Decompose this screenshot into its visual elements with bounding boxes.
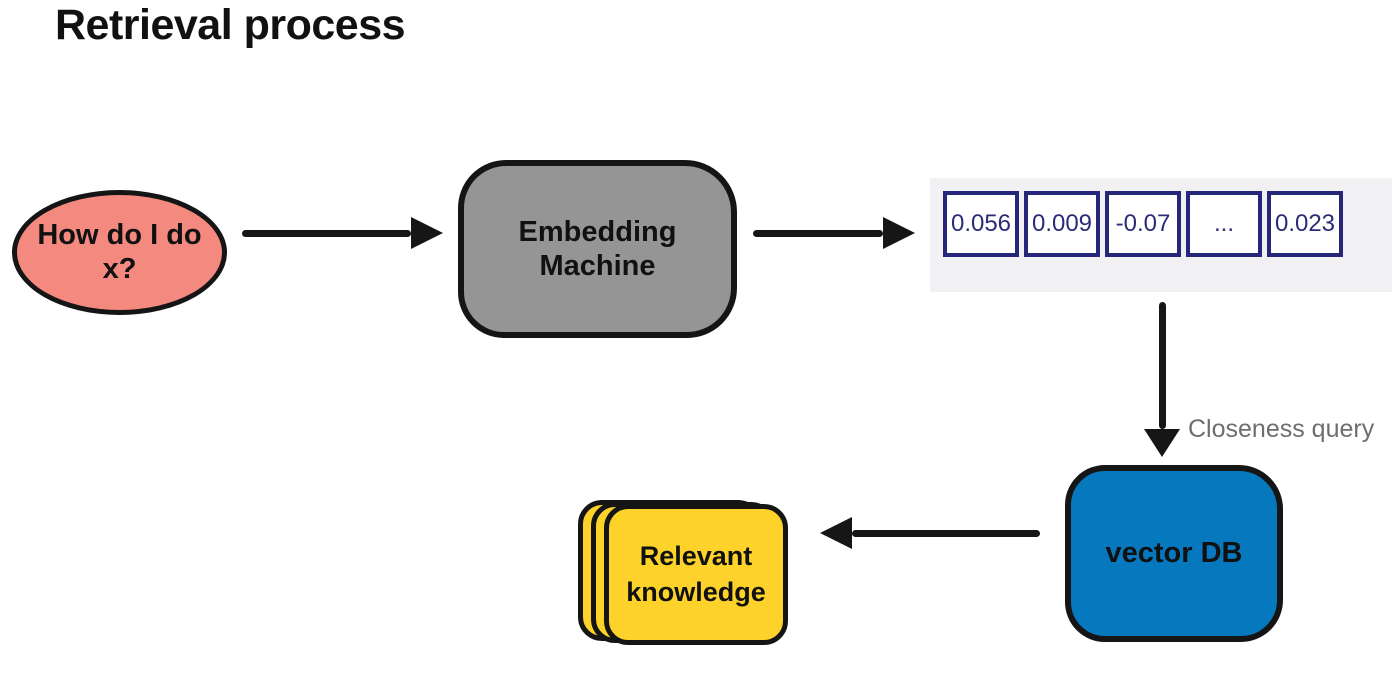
embedding-machine-label: Embedding Machine — [518, 215, 677, 282]
arrow-shaft — [753, 229, 883, 237]
embedding-vector-panel: 0.056 0.009 -0.07 ... 0.023 — [930, 178, 1392, 292]
arrow-embedding-to-vector-icon — [753, 217, 915, 249]
page-title: Retrieval process — [55, 1, 406, 49]
arrow-shaft — [852, 529, 1040, 537]
arrow-db-to-knowledge-icon — [820, 517, 1040, 549]
vector-cell: 0.023 — [1267, 191, 1343, 257]
vector-cells-row: 0.056 0.009 -0.07 ... 0.023 — [943, 191, 1343, 257]
query-label: How do I do x? — [37, 219, 202, 285]
vector-cell: 0.009 — [1024, 191, 1100, 257]
arrow-head-right-icon — [883, 217, 915, 249]
vector-cell: -0.07 — [1105, 191, 1181, 257]
arrow-vector-to-db-icon — [1144, 302, 1180, 457]
knowledge-label: Relevant knowledge — [626, 541, 766, 607]
knowledge-stack: Relevant knowledge — [578, 500, 790, 648]
arrow-shaft — [1158, 302, 1166, 429]
vector-db-node: vector DB — [1065, 465, 1283, 642]
arrow-head-down-icon — [1144, 429, 1180, 457]
arrow-query-to-embedding-icon — [242, 217, 443, 249]
closeness-query-label: Closeness query — [1188, 415, 1375, 443]
vector-cell: ... — [1186, 191, 1262, 257]
arrow-head-right-icon — [411, 217, 443, 249]
vector-cell: 0.056 — [943, 191, 1019, 257]
knowledge-card-front: Relevant knowledge — [604, 504, 788, 645]
query-ellipse-node: How do I do x? — [12, 190, 227, 315]
vector-db-label: vector DB — [1105, 537, 1243, 569]
embedding-machine-node: Embedding Machine — [458, 160, 737, 338]
arrow-shaft — [242, 229, 411, 237]
arrow-head-left-icon — [820, 517, 852, 549]
